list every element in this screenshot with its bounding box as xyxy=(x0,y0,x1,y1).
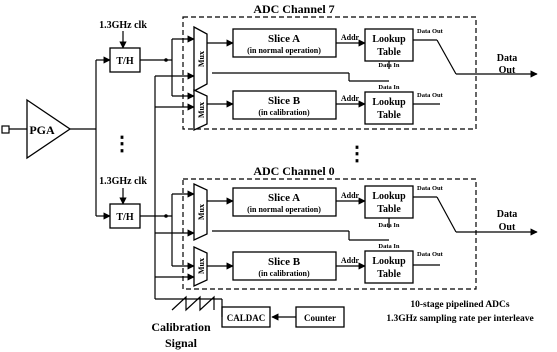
channel-7-mux-b-label: Mux xyxy=(197,102,206,118)
clock-label-bottom: 1.3GHz clk xyxy=(99,176,147,187)
channel-0-output-label-2: Out xyxy=(499,222,516,233)
channel-7-slice-b xyxy=(232,90,337,120)
channel-0-data-out-b: Data Out xyxy=(417,251,444,258)
channel-7-title: ADC Channel 7 xyxy=(253,2,334,16)
channel-7-data-out-b: Data Out xyxy=(417,92,444,99)
channel-7-output-label-1: Data xyxy=(497,53,518,64)
note-line-1: 10-stage pipelined ADCs xyxy=(410,300,510,310)
channel-0-lookup-b-l1: Lookup xyxy=(372,256,406,267)
pga-amplifier xyxy=(26,98,72,160)
channel-0-lookup-a-l2: Table xyxy=(377,204,401,215)
track-hold-top-label: T/H xyxy=(116,56,133,67)
channel-7-lookup-b-l1: Lookup xyxy=(372,97,406,108)
channel-0-slice-b xyxy=(232,251,337,281)
pga-label: PGA xyxy=(29,123,55,137)
channel-7-data-out-a: Data Out xyxy=(417,28,444,35)
track-hold-top xyxy=(109,47,141,73)
channel-0-slice-b-mode: (in calibration) xyxy=(258,269,310,278)
channel-7-lookup-a-l2: Table xyxy=(377,47,401,58)
channel-0-output-label-1: Data xyxy=(497,209,518,220)
channel-0-slice-a-name: Slice A xyxy=(268,192,300,204)
channel-7-addr-b: Addr xyxy=(341,94,360,103)
channel-7-slice-a xyxy=(232,28,337,58)
calibration-signal-label-2: Signal xyxy=(165,336,198,350)
channel-0-lookup-a xyxy=(364,185,414,219)
channel-0-slice-a-mode: (in normal operation) xyxy=(247,205,321,214)
channel-0-mux-a-label: Mux xyxy=(197,204,206,220)
channel-7-addr-a: Addr xyxy=(341,33,360,42)
channel-0-mux-b xyxy=(193,245,208,288)
caldac-label: CALDAC xyxy=(227,313,266,323)
channel-7-mux-a xyxy=(193,25,208,93)
channel-0-lookup-b-l2: Table xyxy=(377,269,401,280)
channel-0-lookup-b xyxy=(364,250,414,284)
channel-7-slice-a-mode: (in normal operation) xyxy=(247,46,321,55)
channel-0-data-in-b: Data In xyxy=(378,243,400,250)
channel-0-output-switch xyxy=(436,196,457,233)
junction-top xyxy=(164,58,168,62)
channel-0-mux-a xyxy=(193,182,208,242)
channel-7-lookup-b xyxy=(364,91,414,125)
clock-label-top: 1.3GHz clk xyxy=(99,20,147,31)
sawtooth-icon xyxy=(171,295,215,312)
ellipsis-channels: ⋮ xyxy=(347,143,367,165)
calibration-signal-label-1: Calibration xyxy=(151,320,211,334)
channel-7-slice-b-mode: (in calibration) xyxy=(258,108,310,117)
channel-7-data-in-b: Data In xyxy=(378,84,400,91)
channel-0-title: ADC Channel 0 xyxy=(253,164,334,178)
channel-7-lookup-b-l2: Table xyxy=(377,110,401,121)
channel-7-slice-b-name: Slice B xyxy=(268,95,301,107)
channel-7-output-switch xyxy=(436,39,457,75)
channel-0-addr-b: Addr xyxy=(341,256,360,265)
channel-7-frame xyxy=(182,16,477,130)
channel-7-mux-b xyxy=(193,88,208,132)
channel-7-output-label-2: Out xyxy=(499,65,516,76)
channel-7-slice-a-name: Slice A xyxy=(268,33,300,45)
counter-label: Counter xyxy=(304,313,336,323)
adc-channel-7: ADC Channel 7 Mux Slice A (in normal ope… xyxy=(182,2,477,132)
channel-0-frame xyxy=(182,178,477,290)
channel-0-slice-a xyxy=(232,187,337,217)
channel-0-slice-b-name: Slice B xyxy=(268,256,301,268)
channel-7-lookup-a-l1: Lookup xyxy=(372,34,406,45)
channel-0-mux-b-label: Mux xyxy=(197,258,206,274)
junction-bottom xyxy=(164,214,168,218)
track-hold-bottom xyxy=(109,203,141,229)
input-port xyxy=(1,125,10,134)
channel-0-lookup-a-l1: Lookup xyxy=(372,191,406,202)
channel-0-addr-a: Addr xyxy=(341,191,360,200)
ellipsis-left: ⋮ xyxy=(112,133,132,155)
channel-7-mux-a-label: Mux xyxy=(197,51,206,67)
adc-channel-0: ADC Channel 0 Mux Slice A (in normal ope… xyxy=(182,164,477,290)
note-line-2: 1.3GHz sampling rate per interleave xyxy=(386,314,533,324)
channel-0-data-out-a: Data Out xyxy=(417,185,444,192)
track-hold-bottom-label: T/H xyxy=(116,212,133,223)
